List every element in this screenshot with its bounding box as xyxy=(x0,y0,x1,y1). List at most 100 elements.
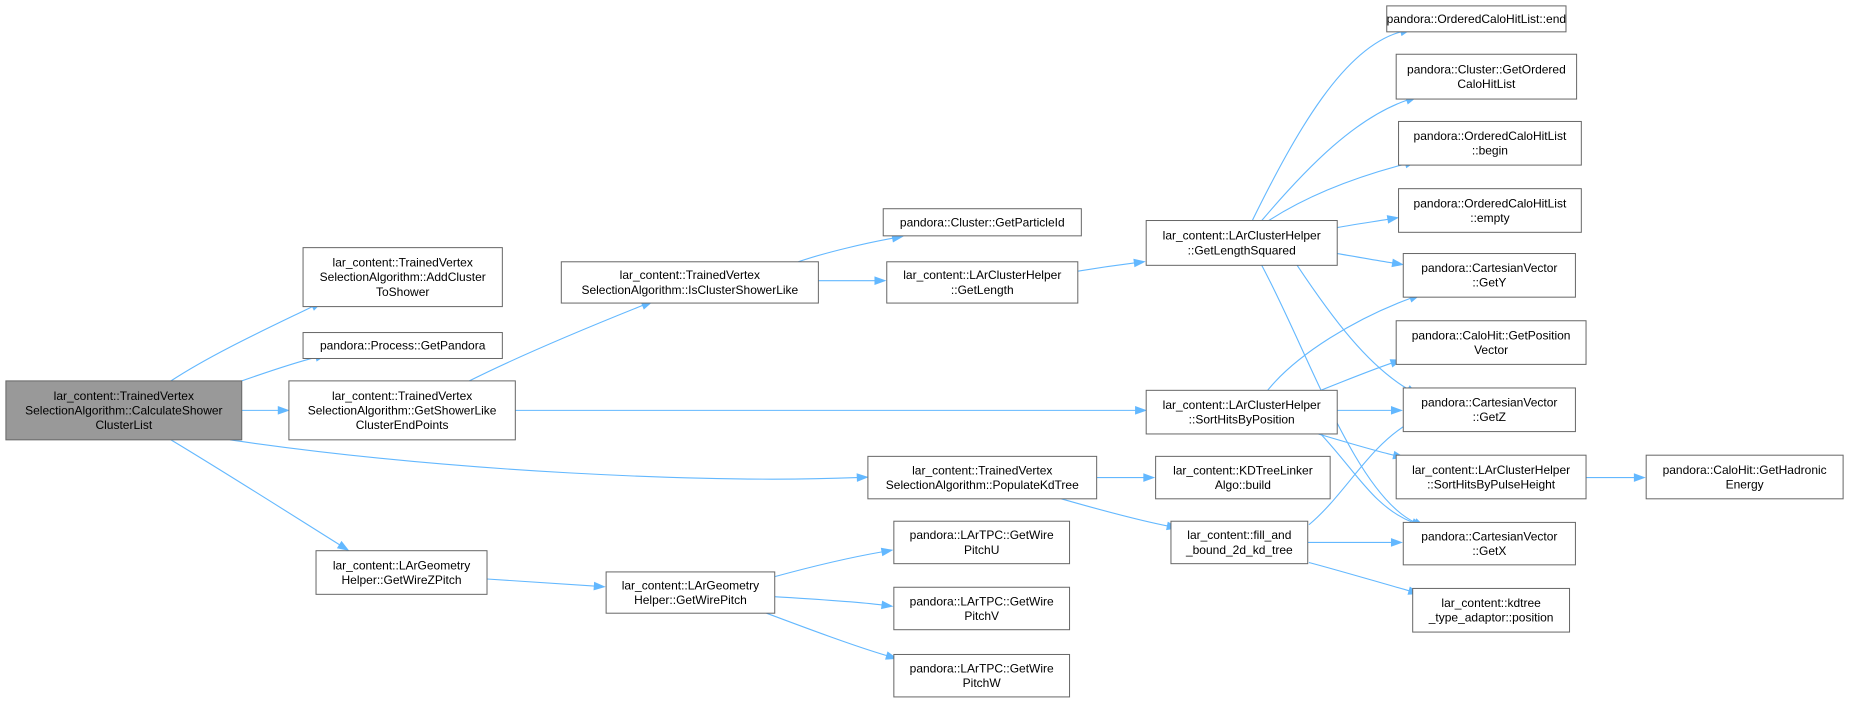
edge-fillbound-to-kdposition xyxy=(1308,561,1421,595)
node-label-line: SelectionAlgorithm::PopulateKdTree xyxy=(886,478,1079,492)
node-fillbound[interactable]: lar_content::fill_and_bound_2d_kd_tree xyxy=(1170,520,1309,565)
edge-line xyxy=(170,306,313,382)
edge-arrowhead xyxy=(1386,215,1400,224)
edge-line xyxy=(1308,424,1408,526)
edge-getshowerlike-to-sortpos xyxy=(515,406,1148,415)
edge-arrowhead xyxy=(1135,406,1148,415)
node-label-line: lar_content::TrainedVertex xyxy=(54,389,194,403)
node-gety[interactable]: pandora::CartesianVector::GetY xyxy=(1402,253,1576,298)
edge-getlengthsq-to-empty xyxy=(1337,215,1400,229)
edge-arrowhead xyxy=(880,547,894,557)
node-getwirez[interactable]: lar_content::LArGeometryHelper::GetWireZ… xyxy=(315,550,488,595)
edge-getwirepitch-to-pitchv xyxy=(774,596,894,610)
node-isshowerlike[interactable]: lar_content::TrainedVertexSelectionAlgor… xyxy=(560,261,819,304)
node-box xyxy=(893,586,1071,631)
node-box xyxy=(1145,220,1338,266)
node-label-line: ::SortHitsByPosition xyxy=(1189,413,1295,427)
node-label-line: ::GetX xyxy=(1472,544,1506,558)
node-end[interactable]: pandora::OrderedCaloHitList::end xyxy=(1386,5,1567,33)
edge-arrowhead xyxy=(1390,406,1403,415)
edge-isshowerlike-to-getparticleid xyxy=(798,234,904,263)
node-box xyxy=(893,653,1071,698)
node-sortpos[interactable]: lar_content::LArClusterHelper::SortHitsB… xyxy=(1145,389,1338,435)
node-getz[interactable]: pandora::CartesianVector::GetZ xyxy=(1402,387,1576,433)
node-label-line: lar_content::KDTreeLinker xyxy=(1173,463,1313,477)
node-getx[interactable]: pandora::CartesianVector::GetX xyxy=(1402,521,1576,566)
node-box xyxy=(886,261,1079,304)
node-label-line: Algo::build xyxy=(1215,478,1271,492)
node-label-line: pandora::CartesianVector xyxy=(1421,396,1557,410)
node-box xyxy=(315,550,488,595)
edge-root-to-getwirez xyxy=(170,439,350,551)
edge-line xyxy=(469,304,643,382)
node-box xyxy=(867,455,1098,500)
node-label-line: SelectionAlgorithm::IsClusterShowerLike xyxy=(581,283,798,297)
node-label-line: Helper::GetWireZPitch xyxy=(342,573,462,587)
edge-line xyxy=(774,596,883,606)
edge-getlength-to-getlengthsq xyxy=(1077,258,1146,272)
node-box xyxy=(1170,520,1309,565)
node-box xyxy=(1398,188,1582,233)
node-box xyxy=(605,571,776,614)
node-label-line: ClusterEndPoints xyxy=(356,418,449,432)
node-kdposition[interactable]: lar_content::kdtree_type_adaptor::positi… xyxy=(1412,587,1571,633)
edge-line xyxy=(486,578,595,587)
edge-line xyxy=(1077,262,1135,272)
node-label-line: pandora::LArTPC::GetWire xyxy=(910,528,1054,542)
node-label-line: pandora::CartesianVector xyxy=(1421,529,1557,543)
edge-root-to-addcluster xyxy=(170,301,323,382)
edge-getlengthsq-to-end xyxy=(1251,27,1412,221)
edge-getlengthsq-to-gety xyxy=(1337,252,1404,268)
node-label-line: pandora::OrderedCaloHitList::end xyxy=(1387,12,1566,26)
node-label-line: SelectionAlgorithm::GetShowerLike xyxy=(308,403,497,417)
edge-sortpos-to-getposvec xyxy=(1320,359,1403,391)
node-box xyxy=(288,380,516,441)
edge-fillbound-to-getx xyxy=(1307,538,1403,547)
edge-arrowhead xyxy=(593,581,606,591)
node-getpandora[interactable]: pandora::Process::GetPandora xyxy=(302,332,503,359)
edge-arrowhead xyxy=(874,276,887,285)
node-label-line: lar_content::LArClusterHelper xyxy=(1163,398,1321,412)
node-label-line: pandora::OrderedCaloHitList xyxy=(1414,129,1567,143)
node-box xyxy=(1155,455,1331,500)
node-label-line: lar_content::TrainedVertex xyxy=(620,268,760,282)
node-label-line: pandora::CaloHit::GetHadronic xyxy=(1663,463,1827,477)
node-getlengthsq[interactable]: lar_content::LArClusterHelper::GetLength… xyxy=(1145,220,1338,266)
edge-line xyxy=(241,356,317,382)
node-addcluster[interactable]: lar_content::TrainedVertexSelectionAlgor… xyxy=(302,247,503,308)
node-getparticleid[interactable]: pandora::Cluster::GetParticleId xyxy=(882,208,1082,237)
edge-populatekd-to-kdbuild xyxy=(1096,473,1156,482)
node-getshowerlike[interactable]: lar_content::TrainedVertexSelectionAlgor… xyxy=(288,380,516,441)
node-box xyxy=(882,208,1082,237)
edge-line xyxy=(1320,433,1413,523)
edge-root-to-populatekd xyxy=(229,439,869,482)
node-populatekd[interactable]: lar_content::TrainedVertexSelectionAlgor… xyxy=(867,455,1098,500)
node-label-line: lar_content::LArClusterHelper xyxy=(1163,229,1321,243)
node-box xyxy=(302,332,503,359)
node-getwirepitch[interactable]: lar_content::LArGeometryHelper::GetWireP… xyxy=(605,571,776,614)
node-empty[interactable]: pandora::OrderedCaloHitList::empty xyxy=(1398,188,1582,233)
node-label-line: lar_content::TrainedVertex xyxy=(333,256,473,270)
edge-line xyxy=(1261,99,1407,221)
node-sortpulse[interactable]: lar_content::LArClusterHelper::SortHitsB… xyxy=(1395,454,1587,500)
edge-arrowhead xyxy=(1633,473,1646,482)
node-label-line: ::GetLength xyxy=(951,283,1014,297)
edge-line xyxy=(1296,265,1409,390)
node-label-line: Helper::GetWirePitch xyxy=(634,593,747,607)
edge-arrowhead xyxy=(880,600,894,610)
node-box xyxy=(1386,5,1567,33)
node-label-line: lar_content::TrainedVertex xyxy=(912,463,1052,477)
node-label-line: lar_content::LArGeometry xyxy=(622,578,759,592)
edge-arrowhead xyxy=(1133,258,1146,268)
node-box xyxy=(1402,253,1576,298)
node-begin[interactable]: pandora::OrderedCaloHitList::begin xyxy=(1398,120,1582,166)
node-getlength[interactable]: lar_content::LArClusterHelper::GetLength xyxy=(886,261,1079,304)
